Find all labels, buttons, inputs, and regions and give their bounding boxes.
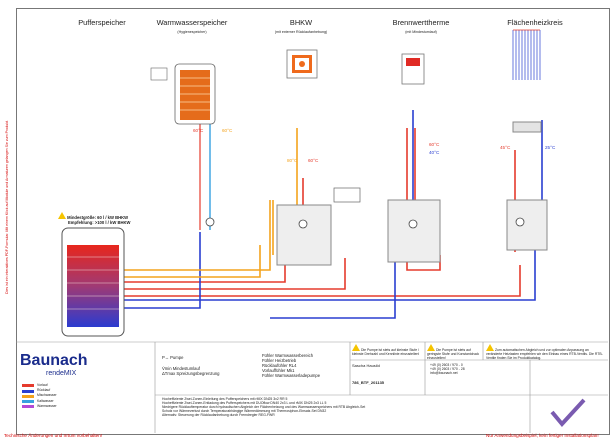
warning-icon	[58, 212, 66, 219]
warning-icon	[486, 344, 494, 351]
bhkw-unit	[286, 49, 318, 79]
floor-heating-coil	[512, 29, 541, 80]
warning-icon	[352, 344, 360, 351]
pipe-legend: Vorlauf Rücklauf Mischwasser Kaltwasser …	[22, 383, 57, 410]
column-subtitle-condensing-boiler: (mit Mindestumlauf)	[405, 30, 437, 34]
condensing-boiler-unit	[401, 53, 425, 85]
footer-disclaimer-left: Technische Änderungen und Irrtum vorbeha…	[4, 433, 103, 438]
notice-pump-2: Die Pumpe ist stets auf geringste Stufe …	[427, 344, 481, 361]
temp-floor-2: 25°C	[545, 145, 556, 150]
controller-box	[333, 187, 361, 203]
contact-block: +49 (0) 2603 / 970 - 0 +49 (0) 2603 / 97…	[430, 363, 465, 375]
temp-floor-1: 45°C	[500, 145, 511, 150]
temp-bhkw-2: 60°C	[308, 158, 319, 163]
return-pipes	[123, 110, 543, 319]
column-title-floor-heating: Flächenheizkreis	[507, 18, 563, 27]
module-box-boiler	[387, 199, 441, 263]
warning-icon	[427, 344, 435, 351]
title-block-lines	[16, 341, 608, 433]
buffer-size-note: Mindestgröße: 60 l / kW BHKW Empfehlung:…	[58, 212, 130, 225]
column-subtitle-water-heater: (Hygienespeicher)	[177, 30, 207, 34]
info-block: Sascha Hausild 786_BTF_201135	[352, 363, 385, 385]
column-title-buffer: Pufferspeicher	[78, 18, 126, 27]
notice-pump-1: Die Pumpe ist stets auf kleinste Stufe /…	[352, 344, 422, 357]
temp-ww-1: 60°C	[193, 128, 204, 133]
buffer-tank	[61, 227, 125, 337]
column-subtitle-bhkw: (mit externer Rücklaufanhebung)	[274, 30, 328, 34]
drawing-frame	[16, 8, 610, 435]
column-title-water-heater: Warmwasserspeicher	[156, 18, 228, 27]
column-title-bhkw: BHKW	[289, 18, 313, 27]
module-box-bhkw	[276, 204, 332, 266]
notice-rtb: Zum automatischen Abgleich und zur optim…	[486, 344, 604, 361]
rtb-valve-box	[512, 121, 542, 133]
footer-disclaimer-right: Nur Anwendungsbeispiel, kein fertiger In…	[486, 433, 599, 438]
temp-boiler-2: 40°C	[429, 150, 440, 155]
pump-symbols	[205, 217, 525, 229]
water-heater-tank	[150, 63, 216, 125]
checkmark-icon	[550, 398, 586, 428]
temp-ww-2: 60°C	[222, 128, 233, 133]
temp-bhkw-1: 80°C	[287, 158, 298, 163]
temp-boiler-1: 60°C	[429, 142, 440, 147]
module-box-floor	[506, 199, 548, 251]
symbols-list-right: Fühler Warmwasserbereich Fühler Heizbetr…	[262, 353, 321, 379]
symbols-list-left: P↔ Pumpe V̇min Mindestumlauf ΔTmax Sprei…	[162, 355, 220, 377]
column-title-condensing-boiler: Brennwerttherme	[392, 18, 450, 27]
component-list: Hocheffiziente Zwei-Zonen-Einleitung des…	[162, 397, 366, 417]
mix-pipes	[123, 128, 298, 278]
baunach-logo[interactable]: Baunach rendeMIX	[20, 352, 88, 377]
